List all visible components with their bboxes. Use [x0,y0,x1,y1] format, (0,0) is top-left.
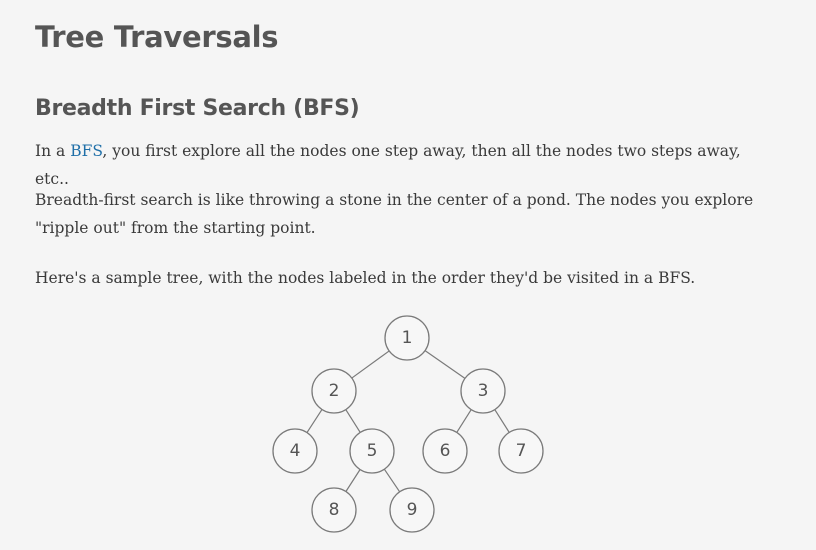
section-heading: Breadth First Search (BFS) [35,96,360,121]
tree-edge-3-7 [494,409,510,433]
tree-edge-1-3 [424,350,466,379]
tree-node-label: 4 [290,441,301,461]
tree-edge-3-6 [456,409,472,433]
tree-node-3: 3 [460,368,506,414]
tree-node-circle [389,487,435,533]
tree-edge-5-8 [345,469,361,492]
tree-node-circle [384,315,430,361]
tree-edge-1-2 [351,350,390,379]
tree-node-circle [498,428,544,474]
tree-edge-5-9 [383,468,401,493]
tree-node-label: 5 [367,441,378,461]
tree-node-7: 7 [498,428,544,474]
page-title: Tree Traversals [35,20,279,54]
tree-node-label: 8 [329,500,340,520]
tree-node-label: 7 [516,441,527,461]
tree-node-4: 4 [272,428,318,474]
tree-node-6: 6 [422,428,468,474]
tree-node-circle [460,368,506,414]
pond-analogy-paragraph: Breadth-first search is like throwing a … [35,191,754,237]
tree-node-circle [311,368,357,414]
tree-node-label: 2 [329,381,340,401]
intro-text-before: In a [35,142,71,160]
bfs-link[interactable]: BFS [70,142,103,160]
tree-edge-2-5 [345,409,361,433]
tree-node-label: 3 [478,381,489,401]
tree-nodes: 1 2 3 4 5 6 7 8 9 [272,315,544,533]
sample-tree-paragraph: Here's a sample tree, with the nodes lab… [35,269,696,287]
tree-node-5: 5 [349,428,395,474]
intro-text-after: , you first explore all the nodes one st… [35,142,741,188]
tree-edge-2-4 [306,409,323,433]
tree-node-1: 1 [384,315,430,361]
tree-edges [306,350,510,493]
bfs-intro-paragraph: In a BFS, you first explore all the node… [35,137,775,193]
tree-node-circle [311,487,357,533]
tree-node-8: 8 [311,487,357,533]
tree-node-9: 9 [389,487,435,533]
tree-node-2: 2 [311,368,357,414]
tree-node-label: 1 [402,328,413,348]
tree-node-label: 6 [440,441,451,461]
tree-node-circle [349,428,395,474]
tree-node-circle [272,428,318,474]
tree-node-circle [422,428,468,474]
tree-node-label: 9 [407,500,418,520]
